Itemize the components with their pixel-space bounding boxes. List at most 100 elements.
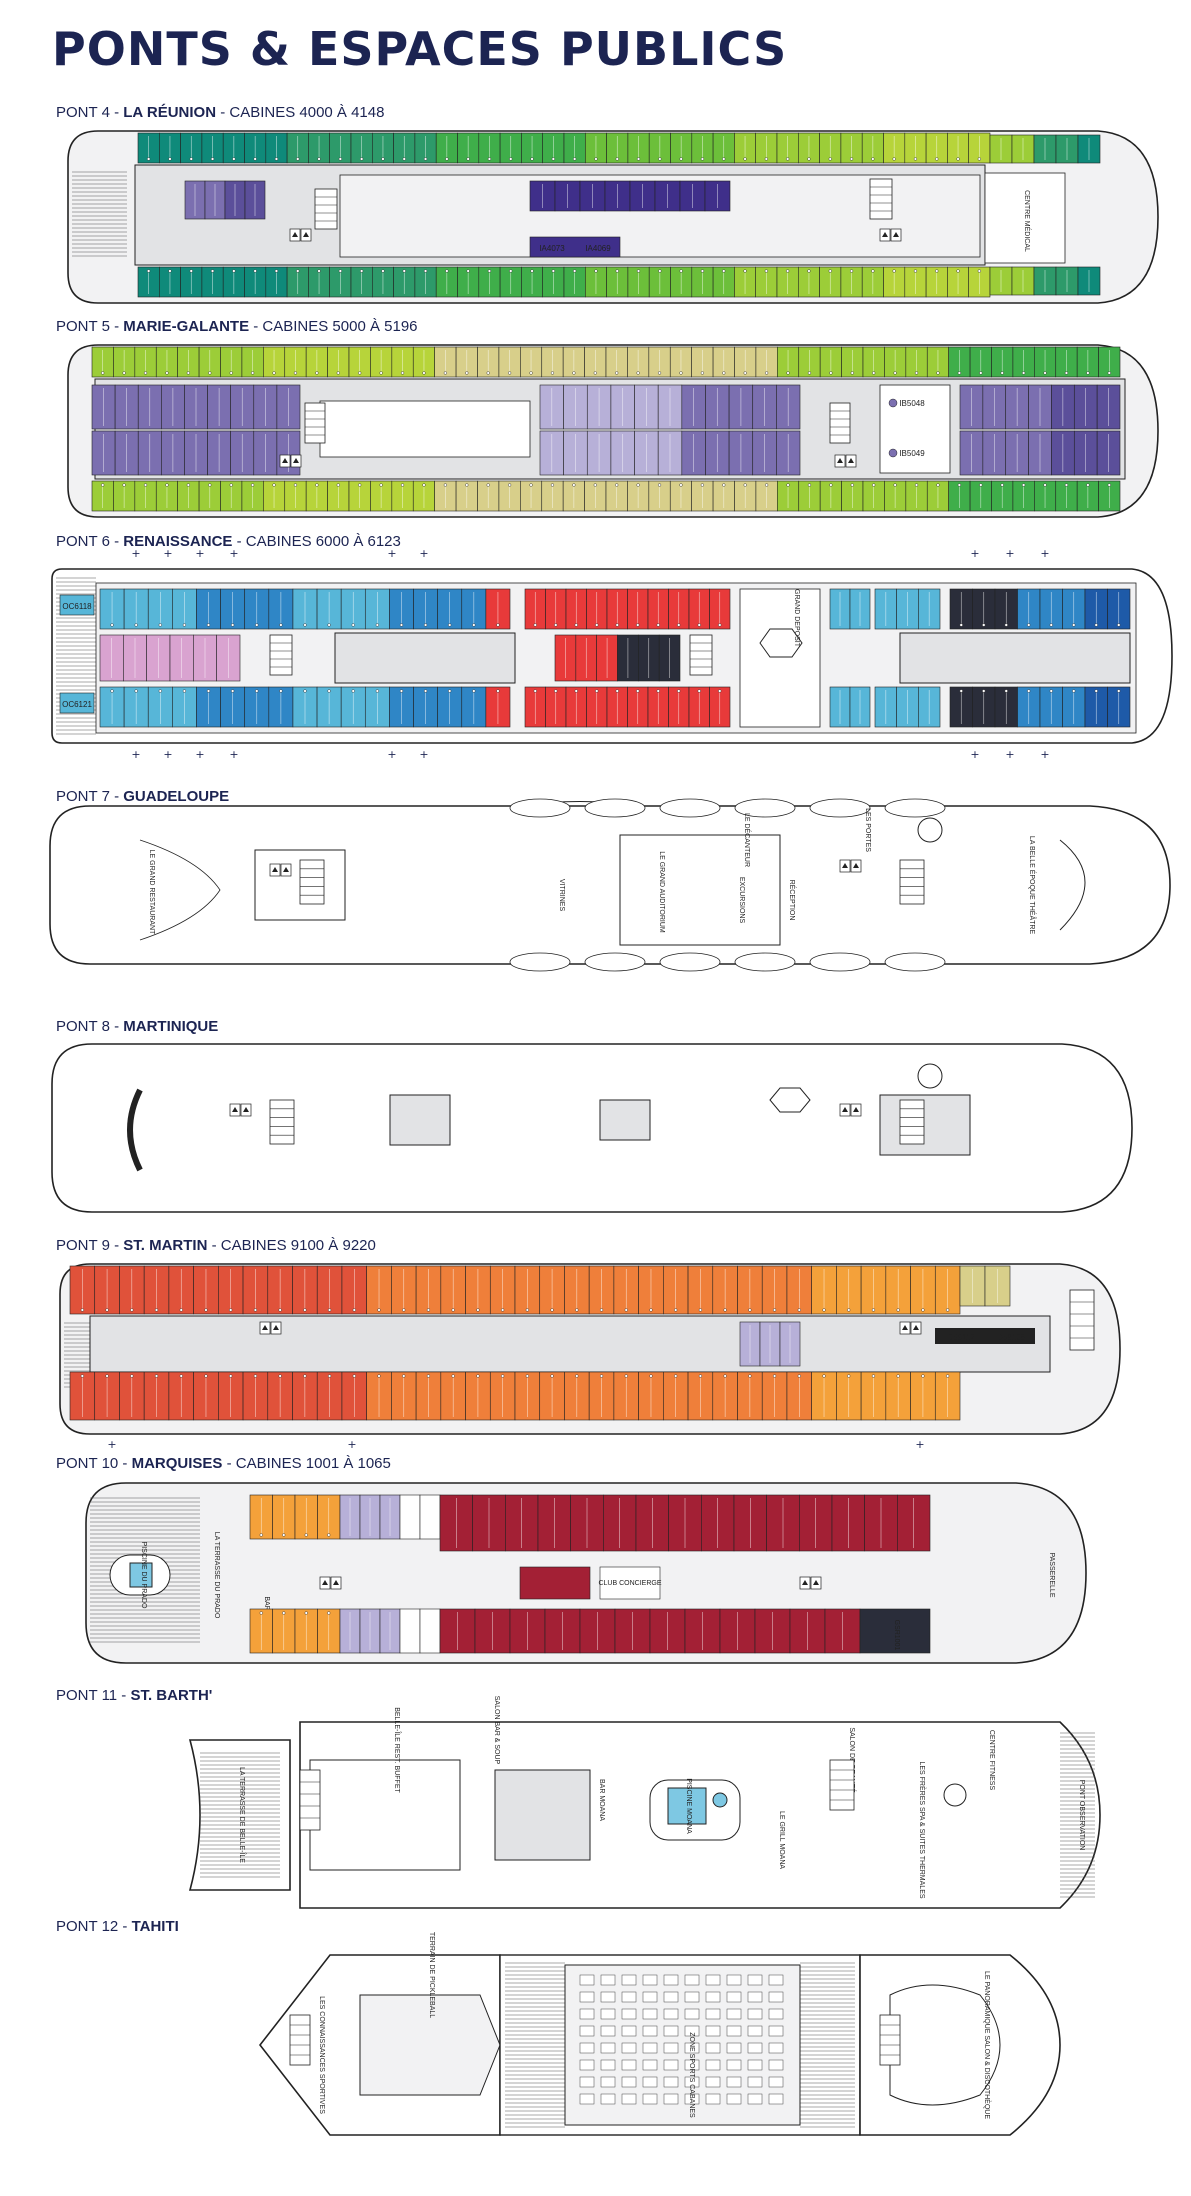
sun-lounger [579, 2042, 595, 2054]
balcony-marker [636, 157, 641, 161]
balcony-marker [303, 1374, 307, 1378]
elevator-icon [319, 1576, 342, 1590]
sun-lounger [684, 2042, 700, 2054]
balcony-marker [445, 157, 449, 161]
balcony-marker [130, 1308, 134, 1312]
balcony-marker [426, 1308, 431, 1312]
balcony-marker [822, 1374, 826, 1378]
sun-lounger [747, 2076, 763, 2088]
cabin-tag: OC6121 [62, 700, 92, 709]
balcony-marker [147, 157, 151, 161]
elevator-icon [879, 228, 902, 242]
balcony-marker [296, 157, 300, 161]
balcony-marker [615, 623, 619, 627]
balcony-marker [253, 157, 257, 161]
balcony-marker [657, 483, 662, 487]
balcony-marker [743, 269, 747, 273]
balcony-marker [982, 689, 986, 693]
balcony-marker [786, 371, 790, 375]
balcony-marker [101, 483, 105, 487]
balcony-marker [893, 483, 897, 487]
balcony-marker [743, 157, 747, 161]
balcony-marker [525, 1308, 529, 1312]
sun-lounger [747, 2025, 763, 2037]
balcony-marker [1064, 483, 1069, 487]
deck-prefix: PONT 6 - [56, 533, 124, 550]
bar-block [494, 1769, 591, 1861]
balcony-marker [946, 1374, 950, 1378]
balcony-marker [636, 623, 640, 627]
balcony-marker [399, 623, 404, 627]
room-block [389, 1094, 451, 1146]
sun-lounger [705, 1991, 721, 2003]
balcony-marker [451, 1308, 455, 1312]
balcony-marker [1117, 689, 1121, 693]
elevator-icon [839, 1103, 862, 1117]
balcony-marker [674, 1374, 678, 1378]
sun-lounger [642, 2076, 658, 2088]
balcony-marker [1072, 623, 1076, 627]
elevator-icon [799, 1576, 822, 1590]
balcony-marker [697, 623, 701, 627]
balcony-marker [206, 623, 211, 627]
elevator-arrow [837, 458, 843, 463]
balcony-marker [871, 1374, 876, 1378]
cabin-tag: ID59112 [945, 1333, 975, 1342]
aft-terrace [188, 1739, 291, 1891]
sun-lounger [621, 2076, 637, 2088]
deck-8-plan[interactable] [0, 1040, 1191, 1220]
balcony-marker [914, 483, 919, 487]
deck-prefix: PONT 12 - [56, 1918, 132, 1935]
balcony-marker [1072, 689, 1076, 693]
balcony-marker [530, 269, 534, 273]
balcony-marker [229, 1308, 233, 1312]
balcony-marker [829, 483, 833, 487]
balcony-marker [1049, 689, 1053, 693]
balcony-marker [465, 371, 469, 375]
balcony-marker [896, 1308, 900, 1312]
connecting-cabin-marker: + [107, 1438, 116, 1451]
balcony-marker [636, 371, 640, 375]
balcony-marker [352, 1308, 356, 1312]
balcony-marker [509, 269, 513, 273]
cabin [59, 594, 95, 616]
balcony-marker [533, 689, 537, 693]
cabin [59, 692, 95, 714]
deck-prefix: PONT 5 - [56, 318, 124, 335]
elevator-arrow [853, 1107, 859, 1112]
balcony-marker [229, 371, 233, 375]
balcony-marker [400, 483, 405, 487]
balcony-marker [1086, 483, 1090, 487]
cabin-tag: GSR1001 [893, 1620, 900, 1651]
elevator-arrow [292, 232, 298, 237]
balcony-marker [351, 689, 355, 693]
balcony-marker [807, 483, 812, 487]
balcony-marker [679, 269, 683, 273]
balcony-marker [204, 1374, 208, 1378]
balcony-marker [303, 623, 307, 627]
sun-lounger [726, 2008, 742, 2020]
elevator-arrow [272, 867, 278, 872]
sun-lounger [684, 1974, 700, 1986]
sun-lounger [642, 2093, 658, 2105]
balcony-marker [982, 623, 986, 627]
connecting-cabin-marker: + [229, 748, 238, 761]
sun-lounger [726, 1991, 742, 2003]
sun-lounger [642, 2059, 658, 2071]
room-block [879, 1094, 971, 1156]
stairs-icon [879, 2014, 901, 2066]
sun-lounger [621, 2059, 637, 2071]
balcony-marker [921, 1308, 925, 1312]
balcony-marker [748, 1308, 752, 1312]
balcony-marker [274, 157, 279, 161]
deck-11-label: PONT 11 - ST. BARTH' [56, 1687, 212, 1704]
cabin-marker [888, 398, 898, 408]
